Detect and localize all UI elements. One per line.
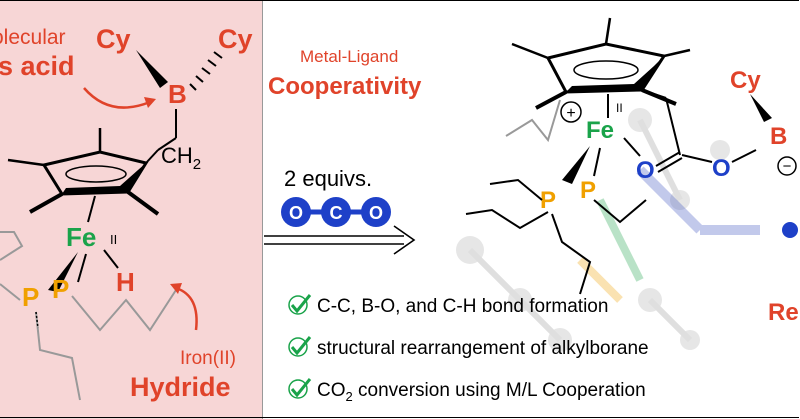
- hydride-label: Hydride: [130, 372, 231, 402]
- iron-label: Iron(II): [180, 348, 236, 369]
- phosphorus-2: P: [52, 274, 69, 304]
- phosphine-chains-right: [465, 178, 647, 295]
- mlc-label-line1: Metal-Ligand: [300, 47, 398, 66]
- oxygen-2: O: [712, 155, 731, 182]
- boron-label: B: [168, 79, 187, 109]
- bullet-text-1: C-C, B-O, and C-H bond formation: [317, 296, 608, 317]
- fe-oxidation-right: II: [616, 101, 623, 115]
- co2-oxygen-2: O: [369, 203, 383, 223]
- co2-molecule: O C O: [281, 197, 391, 227]
- curved-arrow-hydride: [175, 286, 198, 331]
- ch2-label: CH2: [161, 143, 201, 173]
- fe-label-right: Fe: [586, 117, 614, 144]
- fe-label-left: Fe: [66, 222, 96, 252]
- svg-text:+: +: [566, 105, 575, 122]
- edge-label: Re: [768, 299, 799, 326]
- crystal-structure-colored: [577, 166, 760, 303]
- bullet-1: C-C, B-O, and C-H bond formation: [288, 294, 608, 317]
- co2-oxygen-1: O: [289, 203, 303, 223]
- check-icon: [290, 378, 312, 398]
- cy-label-right: Cy: [730, 67, 761, 94]
- phosphorus-right-1: P: [540, 187, 556, 214]
- bullet-text-3: CO2 conversion using M/L Cooperation: [317, 380, 646, 404]
- cy-left-label: Cy: [96, 24, 131, 54]
- lewis-acid-label-line1: olecular: [0, 26, 66, 49]
- mlc-label-line2: Cooperativity: [268, 73, 422, 100]
- reaction-arrow: [264, 225, 416, 255]
- check-icon: [290, 336, 312, 356]
- check-circle-icon: [288, 379, 308, 399]
- panel-divider: [262, 0, 263, 419]
- achievements-list: C-C, B-O, and C-H bond formation structu…: [288, 294, 649, 404]
- reactant-panel: [0, 0, 262, 419]
- bullet-text-2: structural rearrangement of alkylborane: [317, 338, 649, 359]
- boron-label-right: B: [770, 123, 787, 150]
- co2-carbon: C: [330, 203, 343, 223]
- reaction-conditions: Metal-Ligand Cooperativity 2 equivs. O C…: [264, 47, 422, 255]
- bullet-3: CO2 conversion using M/L Cooperation: [288, 378, 646, 404]
- hash-bond: [189, 51, 223, 91]
- check-circle-icon: [288, 295, 308, 315]
- oxygen-1: O: [636, 157, 655, 184]
- oxygen-fragment: [782, 222, 798, 238]
- phosphorus-1: P: [22, 282, 39, 312]
- check-circle-icon: [288, 337, 308, 357]
- bullet-2: structural rearrangement of alkylborane: [288, 336, 649, 359]
- check-icon: [290, 294, 312, 314]
- crystal-structure-backdrop: [456, 108, 730, 352]
- lewis-acid-label-line2: s acid: [0, 51, 75, 81]
- phosphorus-right-2: P: [580, 177, 596, 204]
- equivalents-label: 2 equivs.: [284, 166, 372, 191]
- fe-oxidation-left: II: [110, 232, 117, 247]
- curved-arrow-lewis: [83, 87, 151, 109]
- cy-right-label: Cy: [218, 24, 253, 54]
- wedge-bond: [136, 50, 168, 88]
- hydride-h: H: [116, 267, 135, 297]
- product-structure: + II Fe O O Cy B − P P Re: [456, 17, 799, 352]
- alkyl-chains: [0, 231, 177, 401]
- reactant-structure: olecular s acid Cy Cy B CH2 Fe II: [0, 24, 253, 402]
- negative-charge: [777, 156, 797, 176]
- svg-text:−: −: [783, 158, 792, 175]
- positive-charge: [560, 101, 582, 123]
